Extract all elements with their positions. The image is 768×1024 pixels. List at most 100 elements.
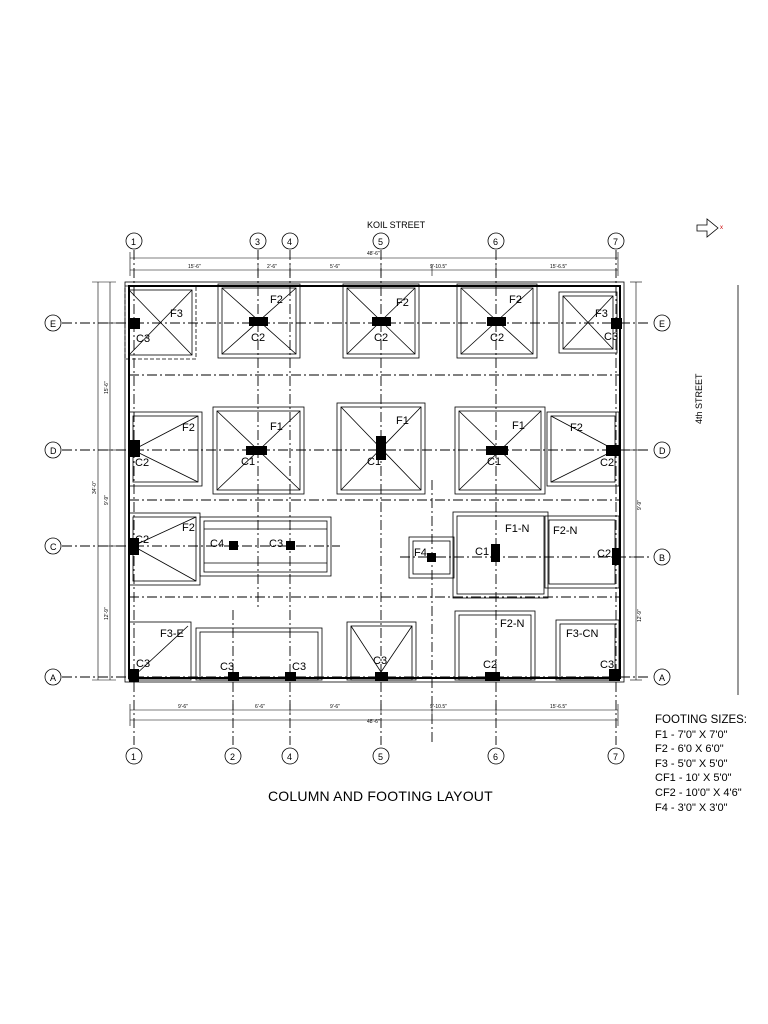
footing-label-E5: F3 [595, 308, 608, 320]
column-label-A2: C3 [220, 661, 234, 673]
legend-heading: FOOTING SIZES: [655, 714, 748, 726]
footing-D1 [128, 411, 203, 487]
column-label-D2: C1 [241, 456, 255, 468]
footing-label-E3: F2 [396, 297, 409, 309]
dim-bottom-seg-1: 9'-6" [178, 704, 188, 710]
grid-bubble-right-D: D [653, 441, 671, 459]
column-label-C2: C4 [210, 538, 224, 550]
footing-label-A5: F2-N [500, 618, 525, 630]
footing-label-E4: F2 [509, 294, 522, 306]
column-E1 [129, 318, 140, 329]
dim-top-seg-3: 5'-6" [330, 264, 340, 270]
svg-text:4: 4 [287, 752, 292, 762]
dim-top-seg-4: 9'-10.5" [430, 264, 447, 270]
grid-bubble-top-6: 6 [487, 232, 505, 250]
column-label-A6: C3 [600, 659, 614, 671]
column-C3 [286, 541, 295, 550]
footing-E5 [558, 291, 618, 354]
legend-item: F3 - 5'0" X 5'0" [655, 757, 728, 770]
svg-text:7: 7 [613, 237, 618, 247]
footing-label-F4: F4 [414, 547, 427, 559]
svg-text:6: 6 [493, 752, 498, 762]
column-C2 [229, 541, 238, 550]
svg-text:5: 5 [378, 237, 383, 247]
legend-item: CF2 - 10'0" X 4'6" [655, 786, 742, 799]
north-arrow-icon: x [696, 218, 723, 238]
street-right: 4th STREET [694, 373, 704, 424]
grid-bubble-bottom-5: 5 [372, 747, 390, 765]
dim-bottom-overall: 48'-6" [367, 719, 380, 725]
dimension-left: 34'-0" 15'-6" 9'-9" 12'-9" [92, 281, 116, 681]
street-top: KOIL STREET [367, 220, 426, 230]
legend-item: F4 - 3'0" X 3'0" [655, 801, 728, 814]
column-D4 [486, 446, 508, 455]
footing-label-D4: F1 [512, 420, 525, 432]
grid-bubble-top-5: 5 [372, 232, 390, 250]
dim-bottom-seg-3: 9'-6" [330, 704, 340, 710]
dimension-right: 9'-9" 12'-9" [630, 281, 643, 681]
svg-text:4: 4 [287, 237, 292, 247]
grid-bubble-top-4: 4 [281, 232, 299, 250]
building-outline-outer [124, 281, 625, 683]
footing-label-F2N: F2-N [553, 525, 578, 537]
svg-text:A: A [659, 673, 665, 683]
dim-right-seg-1: 9'-9" [637, 500, 643, 510]
footing-label-D1: F2 [182, 422, 195, 434]
svg-text:2: 2 [230, 752, 235, 762]
footing-sizes-legend: FOOTING SIZES: F1 - 7'0" X 7'0" F2 - 6'0… [655, 713, 747, 815]
column-label-A5: C2 [483, 659, 497, 671]
dim-bottom-seg-2: 6'-6" [255, 704, 265, 710]
column-label-C1: C2 [135, 534, 149, 546]
column-label-A1: C3 [136, 658, 150, 670]
footing-D2 [212, 406, 305, 495]
column-D3 [376, 436, 386, 460]
dim-left-seg-3: 12'-9" [104, 607, 110, 620]
column-A4 [375, 672, 388, 681]
footing-label-D5: F2 [570, 422, 583, 434]
legend-item: F2 - 6'0 X 6'0" [655, 743, 724, 756]
combined-footing-A [195, 627, 323, 681]
dim-left-seg-2: 9'-9" [104, 495, 110, 505]
column-label-A3: C3 [292, 661, 306, 673]
svg-text:1: 1 [131, 752, 136, 762]
column-C4 [491, 544, 500, 562]
column-A6 [609, 669, 620, 681]
footing-A4 [346, 621, 417, 681]
dim-top-seg-2: 2'-6" [267, 264, 277, 270]
svg-text:E: E [50, 319, 56, 329]
footing-label-F1N: F1-N [505, 523, 530, 535]
footing-label-A1: F3-E [160, 628, 184, 640]
column-E2 [249, 317, 268, 326]
column-D2 [246, 446, 267, 455]
column-label-C3: C3 [269, 538, 283, 550]
dim-bottom-seg-5: 15'-6.5" [550, 704, 567, 710]
grid-bubble-left-E: E [44, 314, 62, 332]
dim-top-overall: 48'-6" [367, 251, 380, 257]
grid-bubble-top-1: 1 [125, 232, 143, 250]
grid-bubble-bottom-7: 7 [607, 747, 625, 765]
column-label-C4: C1 [475, 546, 489, 558]
footing-F4 [408, 536, 455, 579]
dim-top-seg-1: 15'-6" [188, 264, 201, 270]
dimension-top: 48'-6" 15'-6" 2'-6" 5'-6" 9'-10.5" 15'-6… [129, 251, 619, 276]
column-label-D4: C1 [487, 456, 501, 468]
footing-C-F1N [452, 511, 549, 599]
column-label-E5: C3 [604, 331, 618, 343]
footing-label-E1: F3 [170, 308, 183, 320]
drawing-title: COLUMN AND FOOTING LAYOUT [268, 788, 493, 804]
column-label-E1: C3 [136, 333, 150, 345]
footing-A6 [555, 619, 620, 681]
footing-label-C1: F2 [182, 522, 195, 534]
grid-bubble-top-3: 3 [249, 232, 267, 250]
grid-bubble-left-C: C [44, 537, 62, 555]
grid-bubble-bottom-4: 4 [281, 747, 299, 765]
column-label-C5: C2 [597, 548, 611, 560]
footing-A1 [128, 621, 192, 681]
svg-text:D: D [659, 446, 666, 456]
column-label-D1: C2 [135, 457, 149, 469]
svg-text:B: B [659, 553, 665, 563]
dim-bottom-seg-4: 9'-10.5" [430, 704, 447, 710]
column-E4 [487, 317, 506, 326]
svg-text:D: D [50, 446, 57, 456]
